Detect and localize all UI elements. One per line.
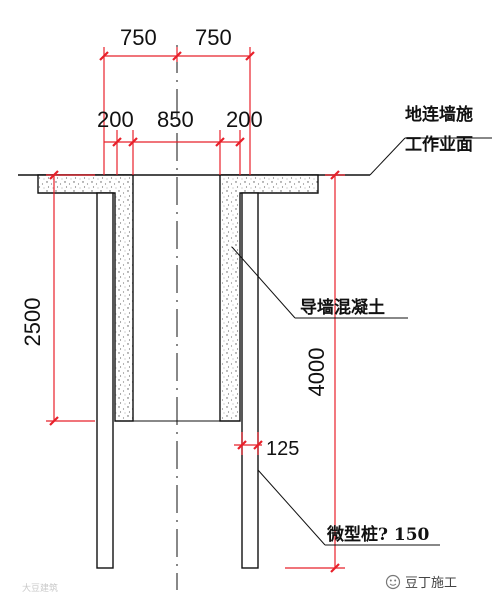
dim-wall-left: 200 xyxy=(97,107,134,132)
label-work-surface-line1: 地连墙施 xyxy=(405,104,473,125)
dimension-ticks xyxy=(49,51,340,573)
micro-pile-left xyxy=(96,192,114,569)
dim-wall-right: 200 xyxy=(226,107,263,132)
dim-top-left: 750 xyxy=(120,25,157,50)
brand-logo-icon xyxy=(385,574,401,590)
label-guide-wall-concrete: 导墙混凝土 xyxy=(300,297,385,318)
micro-pile-leader xyxy=(257,469,326,546)
work-surface-leader xyxy=(369,137,406,176)
dim-guide-wall-depth: 2500 xyxy=(20,298,45,347)
micro-pile-right xyxy=(241,192,259,569)
guide-wall-leader xyxy=(231,246,296,319)
label-micro-pile: 微型桩? 150 xyxy=(326,524,430,545)
dimension-lines xyxy=(46,47,345,569)
dim-pile-offset: 125 xyxy=(266,438,299,460)
dim-pile-depth: 4000 xyxy=(304,348,329,397)
dim-inner: 850 xyxy=(157,107,194,132)
label-work-surface-line2: 工作业面 xyxy=(405,134,473,155)
dim-top-right: 750 xyxy=(195,25,232,50)
brand-name: 豆丁施工 xyxy=(405,576,457,591)
watermark-left: 大豆建筑 xyxy=(22,582,58,594)
guide-wall-left xyxy=(37,174,134,422)
